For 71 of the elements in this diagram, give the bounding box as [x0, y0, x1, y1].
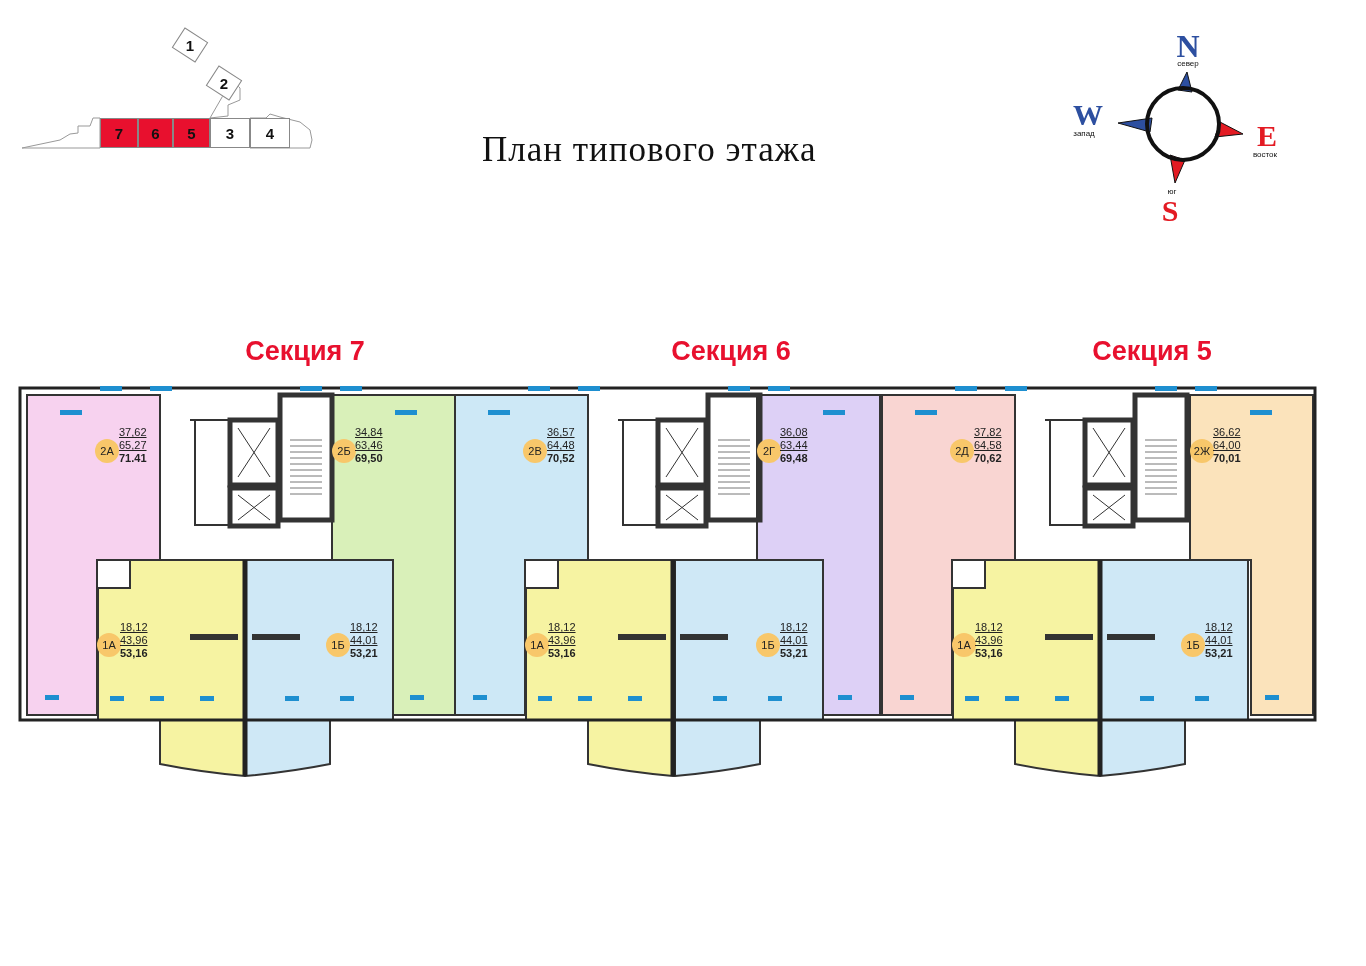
apartment-plan [98, 560, 245, 776]
compass-letter: N [1176, 30, 1200, 62]
section-number: 3 [225, 124, 235, 142]
page-title: План типового этажа [482, 130, 817, 170]
apartment-area-value: 69,48 [780, 452, 808, 464]
apartment-area-value: 37,82 [974, 426, 1002, 438]
apartment-area-value: 43,96 [975, 634, 1003, 646]
compass-letter: S [1161, 196, 1179, 226]
apartment-plan [526, 560, 673, 776]
apartment-area-value: 43,96 [548, 634, 576, 646]
compass-direction-word: запад [1073, 130, 1095, 138]
apartment-area-value: 18,12 [120, 621, 148, 633]
apartment-area-value: 63,44 [780, 439, 808, 451]
apartment-area-value: 44,01 [780, 634, 808, 646]
apartment-area-value: 53,16 [548, 647, 576, 659]
section-heading: Секция 5 [1092, 338, 1212, 365]
apartment-plan [1100, 560, 1248, 776]
apartment-area-value: 53,21 [350, 647, 378, 659]
compass-letter: E [1257, 121, 1277, 151]
apartment-area-value: 44,01 [350, 634, 378, 646]
apartment-plan [332, 395, 455, 715]
key-plan-section-block [173, 118, 210, 148]
section-number: 6 [151, 124, 160, 142]
apartment-area-value: 53,16 [975, 647, 1003, 659]
section-heading: Секция 6 [671, 338, 791, 365]
apartment-area-value: 53,21 [1205, 647, 1233, 659]
apartment-area-value: 18,12 [780, 621, 808, 633]
apartment-plan [675, 560, 823, 776]
section-heading: Секция 7 [245, 338, 365, 365]
key-plan-section-block [210, 118, 250, 148]
section-number: 7 [114, 124, 124, 142]
key-plan-section-block [138, 118, 173, 148]
apartment-area-value: 71.41 [119, 452, 147, 464]
apartment-area-value: 37,62 [119, 426, 147, 438]
apartment-plan [953, 560, 1100, 776]
apartment-plan [455, 395, 588, 715]
apartment-plan [882, 395, 1015, 715]
apartment-area-value: 64,00 [1213, 439, 1241, 451]
compass-letter: W [1073, 100, 1103, 130]
apartment-area-value: 36,57 [547, 426, 575, 438]
key-plan-section-block [250, 118, 290, 148]
compass-direction-word: восток [1252, 151, 1278, 159]
apartment-area-value: 63,46 [355, 439, 383, 451]
section-number: 5 [187, 124, 196, 142]
section-number: 4 [265, 124, 275, 142]
apartment-area-value: 18,12 [548, 621, 576, 633]
apartment-area-value: 43,96 [120, 634, 148, 646]
apartment-area-value: 65,27 [119, 439, 147, 451]
apartment-area-value: 69,50 [355, 452, 383, 464]
apartment-area-value: 18,12 [975, 621, 1003, 633]
key-plan-section-block [100, 118, 138, 148]
compass-direction-word: север [1177, 60, 1199, 68]
apartment-area-value: 53,21 [780, 647, 808, 659]
section-number: 1 [185, 36, 195, 54]
apartment-area-value: 70,52 [547, 452, 575, 464]
apartment-area-value: 70,01 [1213, 452, 1241, 464]
apartment-area-value: 18,12 [350, 621, 378, 633]
apartment-area-value: 64,48 [547, 439, 575, 451]
apartment-plan [245, 560, 393, 776]
apartment-area-value: 64,58 [974, 439, 1002, 451]
section-number: 2 [219, 74, 229, 92]
apartment-plan [757, 395, 880, 715]
apartment-area-value: 53,16 [120, 647, 148, 659]
apartment-area-value: 70,62 [974, 452, 1002, 464]
apartment-area-value: 18,12 [1205, 621, 1233, 633]
apartment-area-value: 34,84 [355, 426, 383, 438]
apartment-plan [27, 395, 160, 715]
compass-direction-word: юг [1167, 188, 1177, 196]
apartment-area-value: 36,62 [1213, 426, 1241, 438]
apartment-area-value: 44,01 [1205, 634, 1233, 646]
apartment-area-value: 36,08 [780, 426, 808, 438]
